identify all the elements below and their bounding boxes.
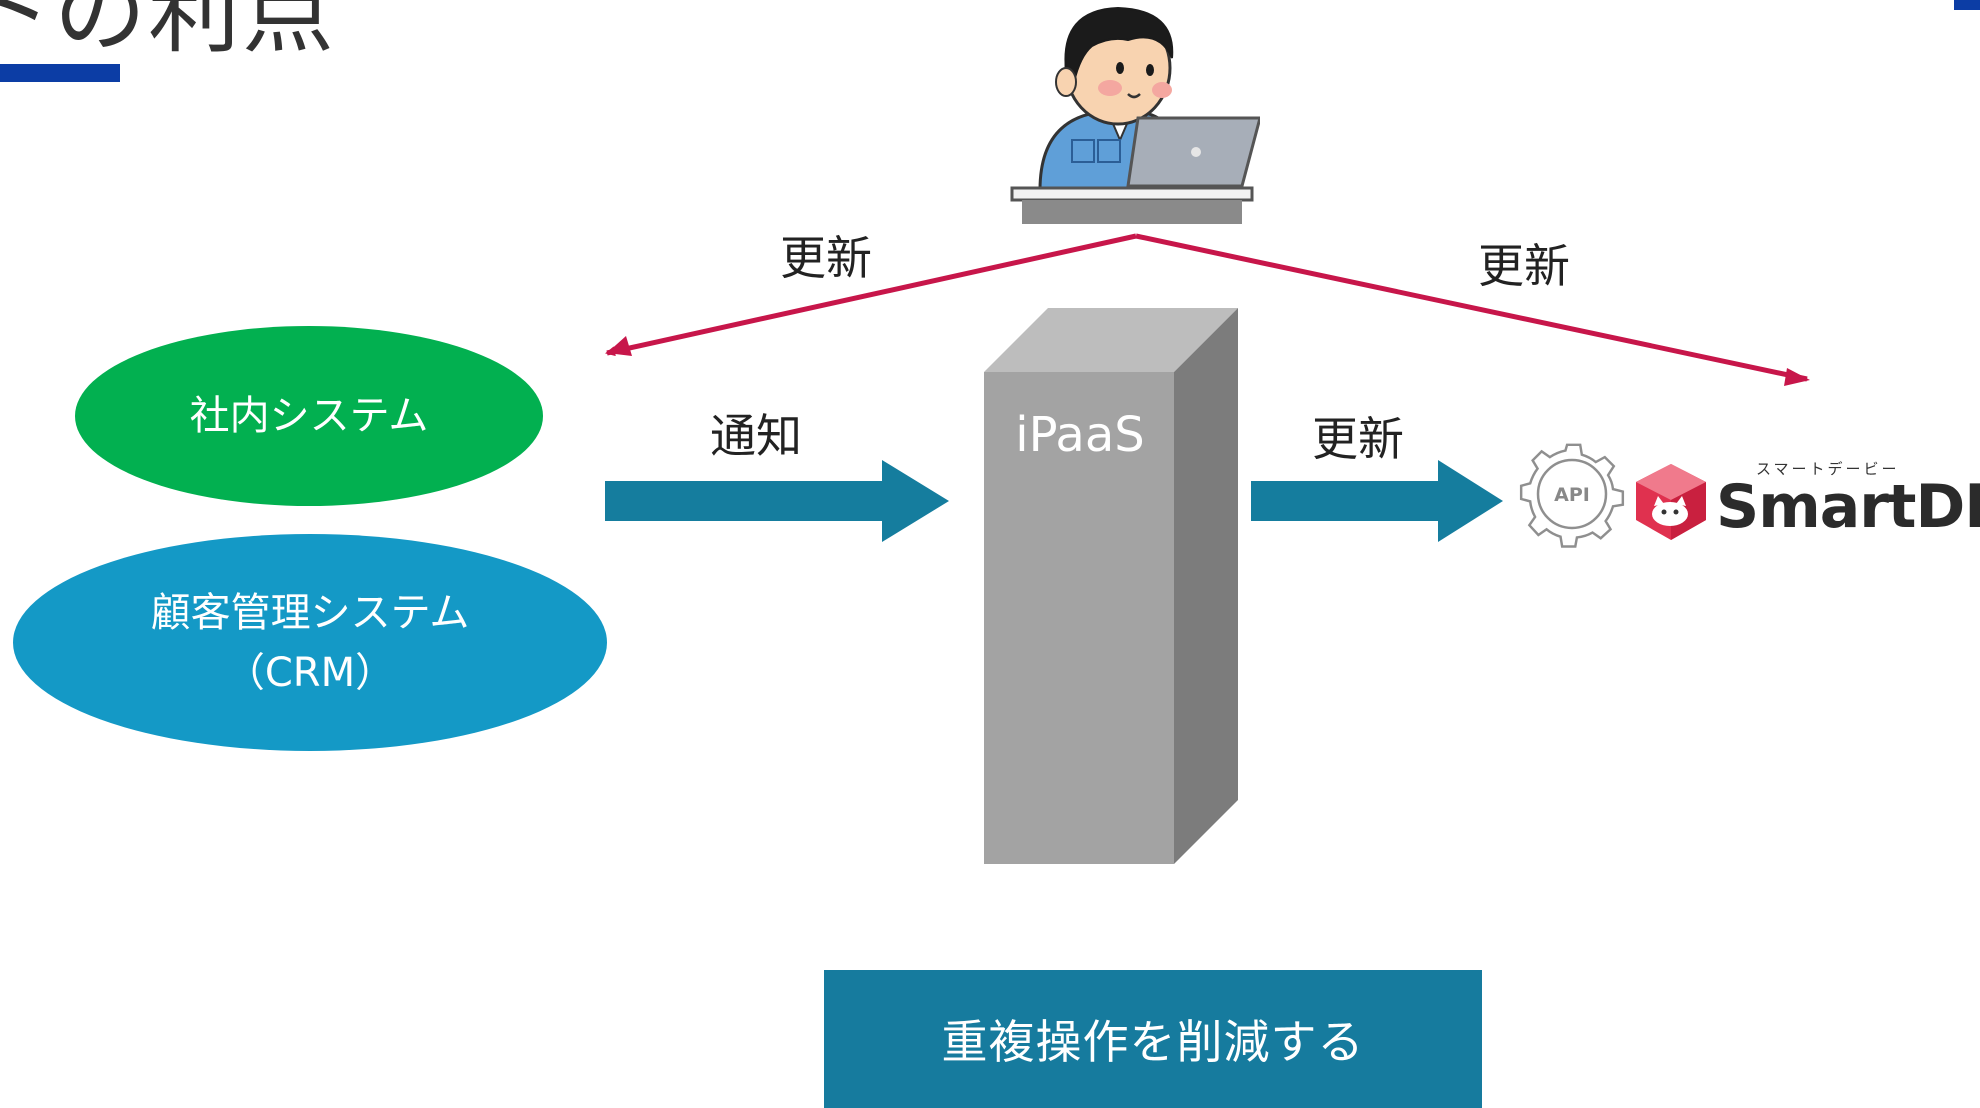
result-label: 重複操作を削減する bbox=[941, 1015, 1365, 1069]
internal-system-label: 社内システム bbox=[189, 393, 429, 439]
smartdb-kana: スマートデービー bbox=[1756, 460, 1900, 478]
smartdb-wordmark: SmartDB bbox=[1716, 472, 1980, 542]
crm-label-line2: （CRM） bbox=[224, 649, 396, 696]
smartdb-cube-logo-icon bbox=[1636, 464, 1706, 540]
page-title: トの利点 bbox=[0, 0, 337, 66]
api-gear-icon: API bbox=[1519, 443, 1625, 548]
corner-accent bbox=[1954, 0, 1980, 10]
notify-arrow bbox=[605, 460, 949, 542]
internal-system-node: 社内システム bbox=[75, 326, 543, 506]
update-label-smartdb: 更新 bbox=[1312, 412, 1404, 466]
notify-label: 通知 bbox=[710, 409, 802, 463]
update-label-right: 更新 bbox=[1478, 239, 1570, 293]
crm-label-line1: 顧客管理システム bbox=[150, 589, 470, 636]
update-arrow-to-smartdb bbox=[1251, 460, 1503, 542]
ipaas-pillar bbox=[984, 308, 1238, 864]
api-badge-text: API bbox=[1554, 484, 1590, 506]
person-at-laptop-icon bbox=[1010, 6, 1260, 224]
result-box: 重複操作を削減する bbox=[824, 970, 1482, 1108]
update-arrow-right bbox=[1135, 233, 1808, 382]
update-arrow-left bbox=[605, 233, 1137, 357]
crm-node: 顧客管理システム （CRM） bbox=[13, 534, 607, 751]
title-underline bbox=[0, 64, 120, 82]
ipaas-label: iPaaS bbox=[1015, 407, 1145, 463]
update-label-left: 更新 bbox=[780, 231, 872, 285]
